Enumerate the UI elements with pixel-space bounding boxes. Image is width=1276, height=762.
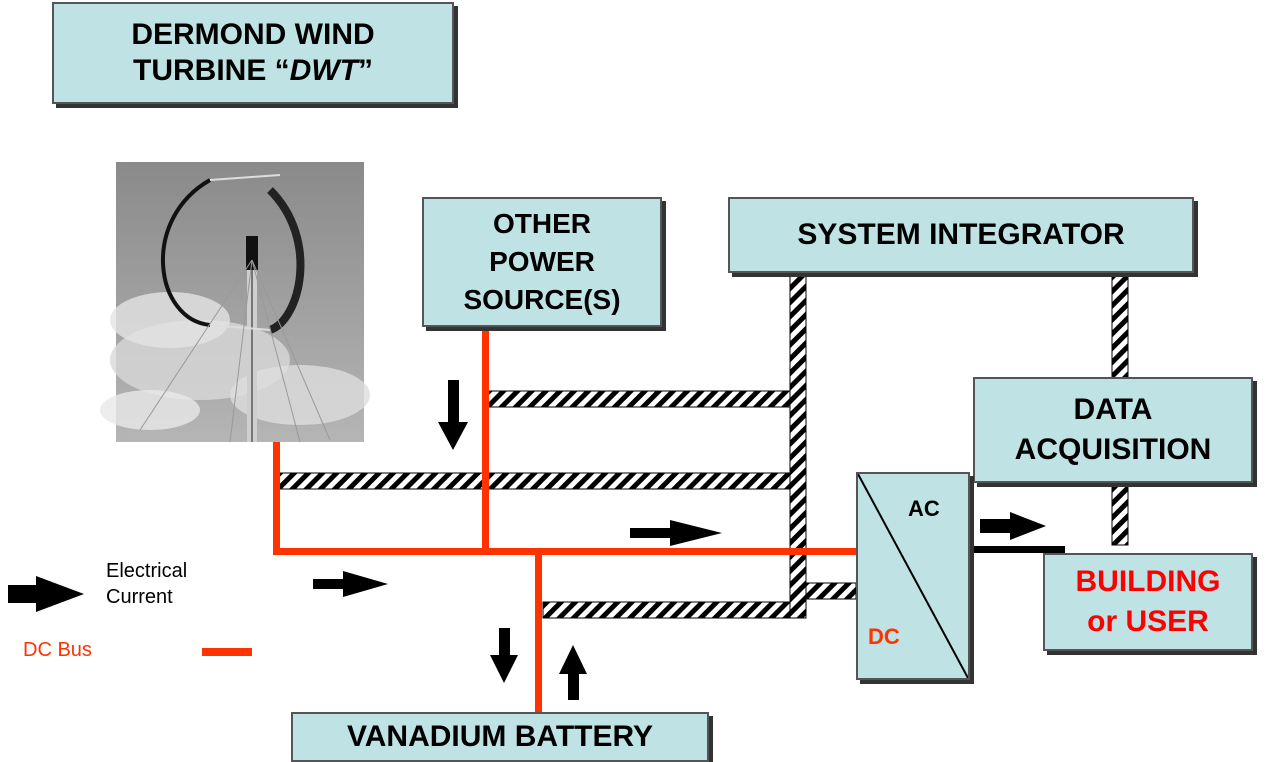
other-power-sources-box: OTHER POWER SOURCE(S)	[422, 197, 662, 327]
legend-current-label: Electrical Current	[106, 558, 187, 610]
building-or-user-box: BUILDING or USER	[1043, 553, 1253, 651]
legend-dc-bus-text: DC Bus	[23, 639, 92, 661]
arrow-icon	[8, 380, 1046, 700]
title-line-2: TURBINE “DWT”	[133, 54, 373, 87]
dc-bus	[202, 327, 858, 713]
inverter-ac-label: AC	[908, 496, 940, 521]
legend-dc-bus-label: DC Bus	[23, 639, 92, 662]
legend-current-line-2: Current	[106, 586, 173, 608]
other-power-line-1: OTHER	[493, 208, 591, 239]
system-integrator-label: SYSTEM INTEGRATOR	[797, 218, 1125, 251]
inverter-box: AC DC	[856, 472, 970, 680]
ac-output-line	[970, 546, 1065, 553]
title-line-1: DERMOND WIND	[131, 18, 375, 51]
other-power-line-2: POWER	[489, 246, 595, 277]
data-acquisition-box: DATA ACQUISITION	[973, 377, 1253, 483]
vanadium-battery-label: VANADIUM BATTERY	[346, 720, 654, 753]
data-acquisition-line-2: ACQUISITION	[1014, 433, 1212, 466]
control-lines	[276, 271, 1129, 619]
inverter-diagonal	[858, 474, 968, 678]
system-integrator-box: SYSTEM INTEGRATOR	[728, 197, 1194, 273]
building-line-1: BUILDING	[1075, 565, 1221, 598]
data-acquisition-line-1: DATA	[1073, 393, 1153, 426]
legend-current-line-1: Electrical	[106, 560, 188, 582]
other-power-line-3: SOURCE(S)	[463, 284, 621, 315]
wind-turbine-photo	[100, 162, 370, 443]
building-line-2: or USER	[1087, 605, 1209, 638]
inverter-dc-label: DC	[868, 624, 900, 649]
title-box: DERMOND WIND TURBINE “DWT”	[52, 2, 454, 104]
vanadium-battery-box: VANADIUM BATTERY	[291, 712, 709, 762]
